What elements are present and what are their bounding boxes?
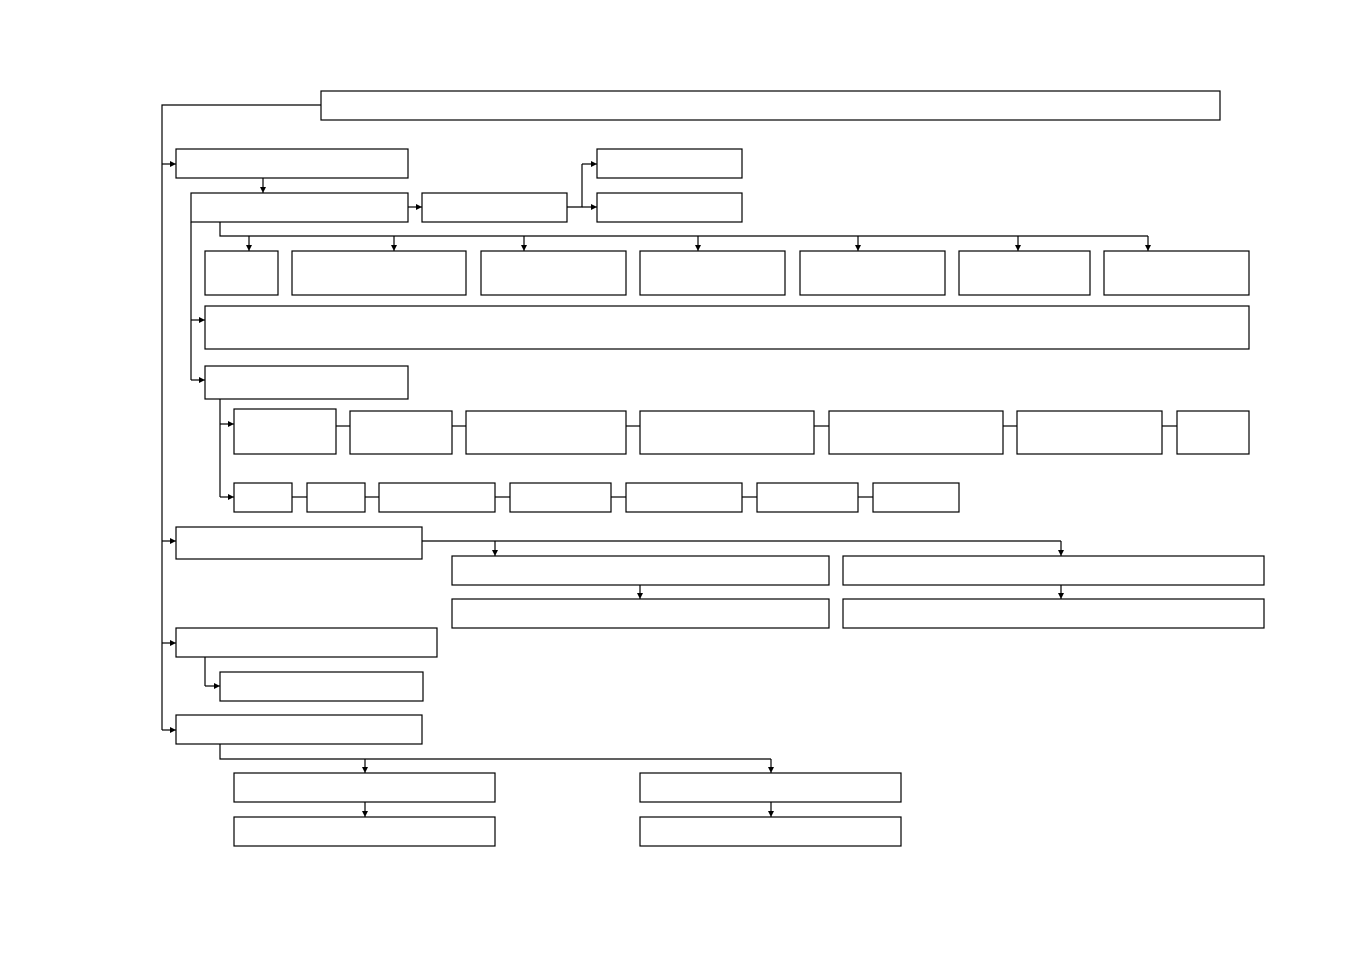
row-a-tap-7-arrowhead bbox=[1145, 245, 1151, 251]
top-node bbox=[320, 90, 1221, 121]
section-3-child-node bbox=[219, 671, 424, 702]
section-3-to-child-arrowhead bbox=[214, 683, 220, 689]
chain-1-node-7 bbox=[1176, 410, 1250, 455]
chain-2-node-2 bbox=[306, 482, 366, 513]
row-a-node-1 bbox=[204, 250, 279, 296]
row-a-node-7 bbox=[1103, 250, 1250, 296]
section-2-right-upper-node bbox=[842, 555, 1265, 586]
row-a-tap-3-arrowhead bbox=[521, 245, 527, 251]
section-4-right-lower-node bbox=[639, 816, 902, 847]
row-a-node-2 bbox=[291, 250, 467, 296]
chain-2-node-4 bbox=[509, 482, 612, 513]
row-a-node-3 bbox=[480, 250, 627, 296]
right-upper-node bbox=[596, 148, 743, 179]
section-3-node bbox=[175, 627, 438, 658]
section-4-right-down-arrowhead bbox=[768, 811, 774, 817]
main-spine bbox=[161, 104, 321, 730]
chain-1-node-1 bbox=[233, 408, 337, 455]
section-4-left-lower-node bbox=[233, 816, 496, 847]
section-4-left-upper-node bbox=[233, 772, 496, 803]
section-2-right-down-arrowhead bbox=[1058, 593, 1064, 599]
chain-2-node-1 bbox=[233, 482, 293, 513]
chain-1-node-2 bbox=[349, 410, 453, 455]
section-4-node bbox=[175, 714, 423, 745]
row-a-node-6 bbox=[958, 250, 1091, 296]
group-to-chain-1-arrowhead bbox=[228, 421, 234, 427]
middle-split bbox=[567, 164, 583, 208]
section-2-left-lower-node bbox=[451, 598, 830, 629]
section-1-node bbox=[175, 148, 409, 179]
row-a-tap-6-arrowhead bbox=[1015, 245, 1021, 251]
chain-1-node-3 bbox=[465, 410, 627, 455]
section-4-right-tap-arrowhead bbox=[768, 767, 774, 773]
group-node bbox=[204, 365, 409, 400]
group-to-chain-2-arrowhead bbox=[228, 494, 234, 500]
section-4-right-upper-node bbox=[639, 772, 902, 803]
section-4-left-down-arrowhead bbox=[362, 811, 368, 817]
section-4-left-tap-arrowhead bbox=[362, 767, 368, 773]
section-2-left-down-arrowhead bbox=[637, 593, 643, 599]
row-a-tap-1-arrowhead bbox=[246, 245, 252, 251]
spine-to-section-1-arrowhead bbox=[170, 161, 176, 167]
section-2-right-tap-arrowhead bbox=[1058, 550, 1064, 556]
chain-2-node-5 bbox=[625, 482, 743, 513]
section-2-left-upper-node bbox=[451, 555, 830, 586]
sub-to-middle-arrowhead bbox=[416, 204, 422, 210]
chain-1-node-4 bbox=[639, 410, 815, 455]
chain-1-node-6 bbox=[1016, 410, 1163, 455]
chain-2-node-6 bbox=[756, 482, 859, 513]
section-1-to-sub-arrowhead bbox=[260, 187, 266, 193]
row-a-bus bbox=[219, 222, 1148, 237]
row-a-tap-2-arrowhead bbox=[391, 245, 397, 251]
section-1-sub-node bbox=[190, 192, 409, 223]
middle-node bbox=[421, 192, 568, 223]
right-lower-node bbox=[596, 192, 743, 223]
section-2-left-tap-arrowhead bbox=[492, 550, 498, 556]
chain-2-node-3 bbox=[378, 482, 496, 513]
spine-to-section-4-arrowhead bbox=[170, 727, 176, 733]
chain-1-node-5 bbox=[828, 410, 1004, 455]
row-a-tap-5-arrowhead bbox=[855, 245, 861, 251]
wide-node bbox=[204, 305, 1250, 350]
section-2-right-lower-node bbox=[842, 598, 1265, 629]
spine-to-section-3-arrowhead bbox=[170, 640, 176, 646]
row-a-tap-4-arrowhead bbox=[695, 245, 701, 251]
spine-to-section-2-arrowhead bbox=[170, 538, 176, 544]
section-2-node bbox=[175, 526, 423, 560]
section-4-bus bbox=[219, 744, 771, 760]
row-a-node-5 bbox=[799, 250, 946, 296]
sub-spine-to-wide-arrowhead bbox=[199, 317, 205, 323]
row-a-node-4 bbox=[639, 250, 786, 296]
sub-spine-to-group-arrowhead bbox=[199, 377, 205, 383]
chain-2-node-7 bbox=[872, 482, 960, 513]
